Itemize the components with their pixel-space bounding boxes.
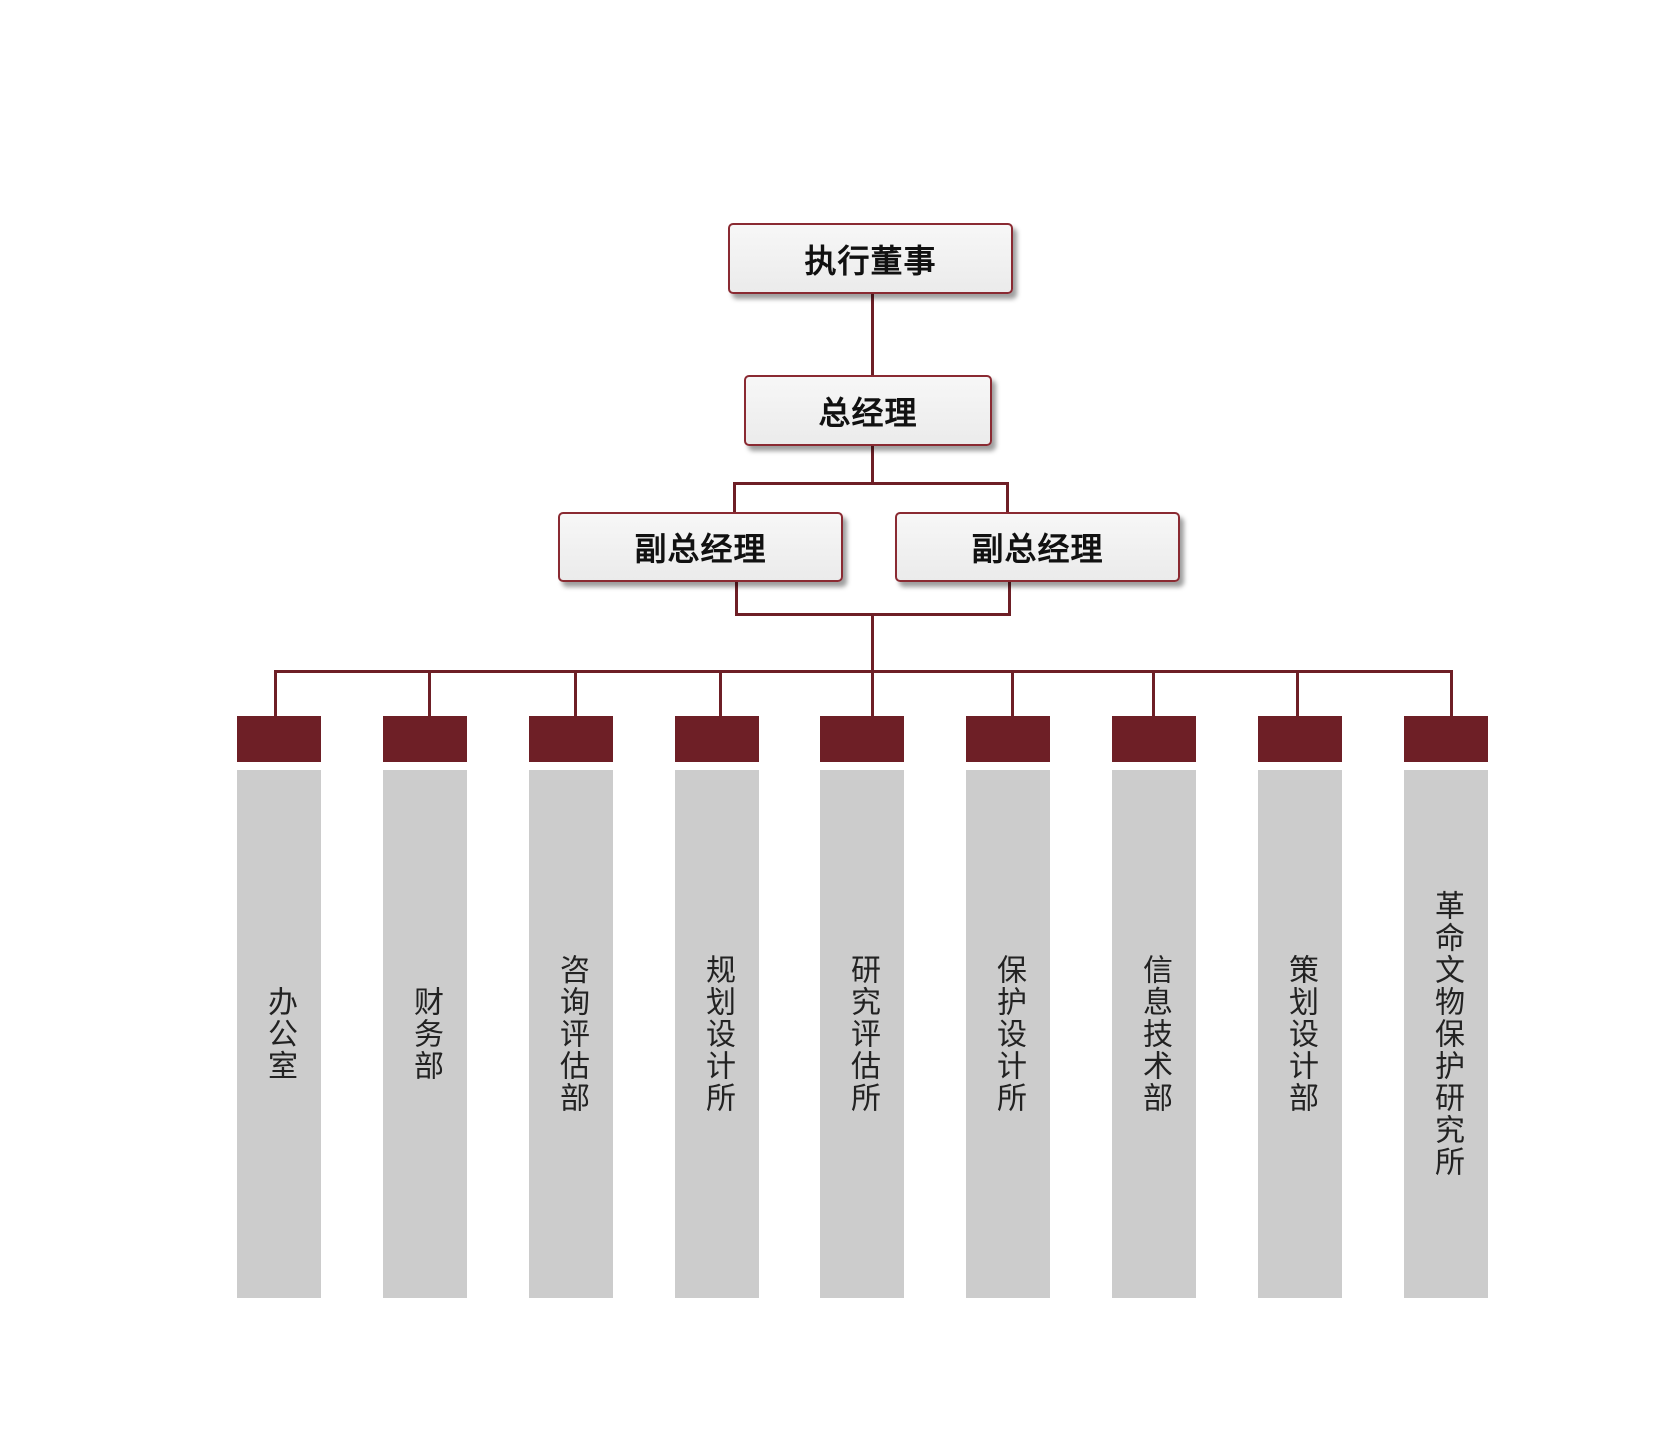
node-deputy-manager-2: 副总经理 — [895, 512, 1180, 582]
department-label: 保护设计所 — [991, 954, 1026, 1114]
connector-deputy-right-up — [1006, 482, 1009, 514]
connector-department-bus — [274, 670, 1453, 673]
node-deputy-manager-1-label: 副总经理 — [634, 530, 767, 568]
connector-drop-7 — [1152, 670, 1155, 718]
department-header — [1112, 716, 1196, 762]
department-label: 革命文物保护研究所 — [1429, 890, 1464, 1178]
department-column: 规划设计所 — [675, 770, 759, 1298]
department-header — [1404, 716, 1488, 762]
connector-deputy-bar-top — [733, 482, 1009, 485]
department-column: 研究评估所 — [820, 770, 904, 1298]
department-header — [820, 716, 904, 762]
department-header — [675, 716, 759, 762]
department-header — [1258, 716, 1342, 762]
node-executive-director-label: 执行董事 — [804, 241, 937, 280]
department-label: 咨询评估部 — [554, 954, 589, 1114]
department-column: 咨询评估部 — [529, 770, 613, 1298]
department-column: 财务部 — [383, 770, 467, 1298]
node-deputy-manager-1: 副总经理 — [558, 512, 843, 582]
department-header — [529, 716, 613, 762]
connector-drop-3 — [574, 670, 577, 718]
node-deputy-manager-2-label: 副总经理 — [971, 530, 1104, 568]
department-column: 保护设计所 — [966, 770, 1050, 1298]
department-header — [383, 716, 467, 762]
department-header — [966, 716, 1050, 762]
connector-drop-2 — [428, 670, 431, 718]
connector-top-to-gm — [871, 294, 874, 378]
connector-drop-1 — [274, 670, 277, 718]
connector-to-departments — [871, 613, 874, 717]
connector-gm-down — [871, 446, 874, 484]
department-column: 策划设计部 — [1258, 770, 1342, 1298]
department-column: 办公室 — [237, 770, 321, 1298]
department-label: 策划设计部 — [1283, 954, 1318, 1114]
connector-drop-6 — [1011, 670, 1014, 718]
department-label: 研究评估所 — [845, 954, 880, 1114]
connector-drop-8 — [1296, 670, 1299, 718]
connector-deputy-left-up — [733, 482, 736, 514]
connector-drop-4 — [719, 670, 722, 718]
department-column: 革命文物保护研究所 — [1404, 770, 1488, 1298]
connector-deputy-right-down — [1008, 580, 1011, 615]
department-label: 财务部 — [408, 986, 443, 1082]
department-label: 信息技术部 — [1137, 954, 1172, 1114]
node-executive-director: 执行董事 — [728, 223, 1013, 294]
department-header — [237, 716, 321, 762]
department-label: 规划设计所 — [700, 954, 735, 1114]
department-column: 信息技术部 — [1112, 770, 1196, 1298]
connector-drop-9 — [1450, 670, 1453, 718]
connector-deputy-left-down — [735, 580, 738, 615]
node-general-manager: 总经理 — [744, 375, 992, 446]
department-label: 办公室 — [262, 986, 297, 1082]
node-general-manager-label: 总经理 — [818, 393, 918, 432]
